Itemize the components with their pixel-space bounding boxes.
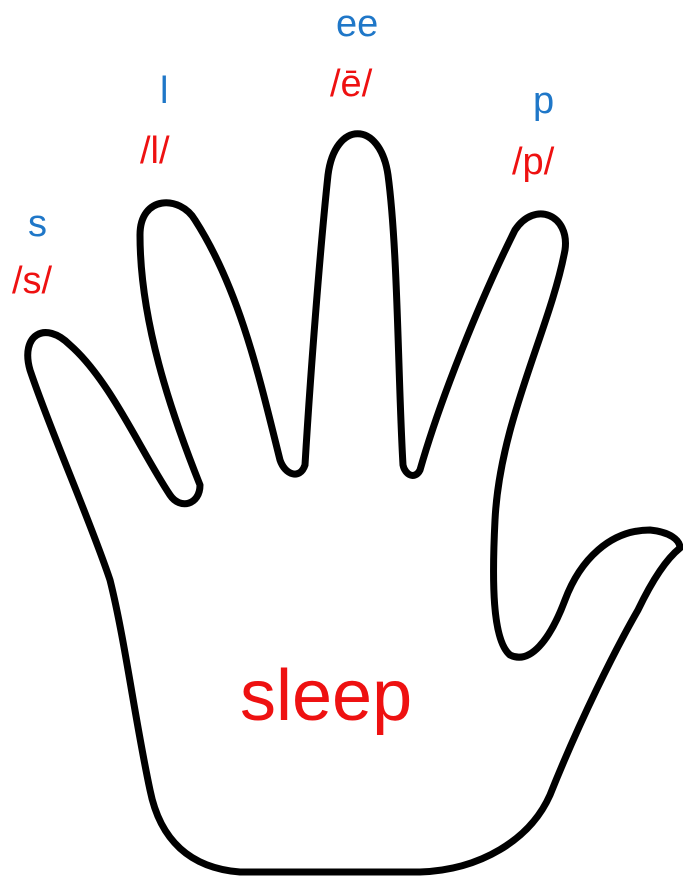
- finger-3-letters: ee: [336, 3, 379, 45]
- finger-4-letters: p: [533, 80, 555, 122]
- finger-2-phoneme: /l/: [140, 130, 170, 172]
- hand-outline: [24, 130, 683, 876]
- finger-1-phoneme: /s/: [12, 260, 53, 302]
- finger-4-phoneme: /p/: [512, 141, 555, 183]
- finger-3-phoneme: /ē/: [330, 63, 373, 105]
- finger-2-letters: l: [160, 70, 169, 112]
- finger-1-letters: s: [28, 203, 47, 245]
- target-word: sleep: [240, 656, 413, 736]
